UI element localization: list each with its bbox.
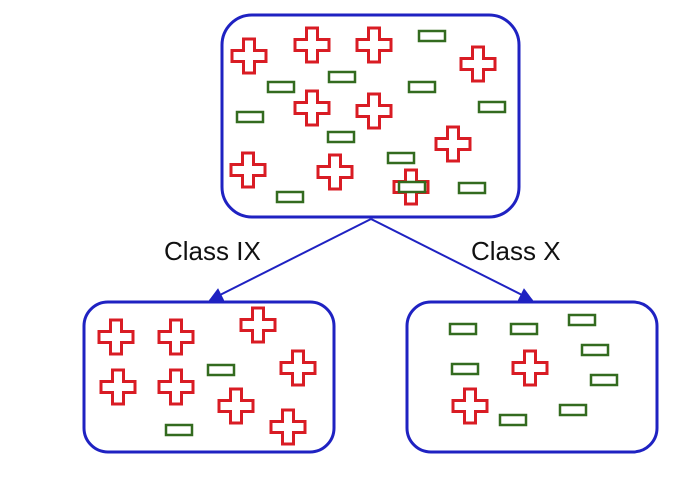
class-x-label: Class X [471, 236, 561, 266]
minus-icon [275, 190, 305, 204]
minus-icon [580, 343, 610, 357]
minus-icon [386, 151, 416, 165]
minus-icon [498, 413, 528, 427]
minus-icon [509, 322, 539, 336]
minus-icon [558, 403, 588, 417]
plus-icon [217, 387, 255, 425]
minus-icon [477, 100, 507, 114]
class-ix-label: Class IX [164, 236, 261, 266]
edge-class-x [370, 218, 534, 301]
plus-icon [157, 368, 195, 406]
plus-icon [157, 318, 195, 356]
plus-icon [269, 408, 307, 446]
edge-class-ix [208, 218, 372, 301]
minus-icon [589, 373, 619, 387]
plus-icon [293, 89, 331, 127]
minus-icon [448, 322, 478, 336]
plus-icon [229, 151, 267, 189]
plus-icon [451, 387, 489, 425]
plus-icon [459, 45, 497, 83]
plus-icon [293, 26, 331, 64]
minus-icon [397, 180, 427, 194]
minus-icon [407, 80, 437, 94]
minus-icon [567, 313, 597, 327]
minus-icon [164, 423, 194, 437]
class-ix-node [82, 300, 336, 454]
markers-layer [97, 26, 619, 446]
plus-icon [316, 153, 354, 191]
plus-icon [279, 349, 317, 387]
plus-icon [99, 368, 137, 406]
plus-icon [355, 26, 393, 64]
plus-icon [230, 37, 268, 75]
plus-icon [97, 318, 135, 356]
minus-icon [457, 181, 487, 195]
plus-icon [239, 306, 277, 344]
minus-icon [450, 362, 480, 376]
minus-icon [266, 80, 296, 94]
plus-icon [511, 349, 549, 387]
minus-icon [235, 110, 265, 124]
minus-icon [417, 29, 447, 43]
minus-icon [206, 363, 236, 377]
minus-icon [327, 70, 357, 84]
plus-icon [434, 125, 472, 163]
minus-icon [326, 130, 356, 144]
plus-icon [355, 92, 393, 130]
